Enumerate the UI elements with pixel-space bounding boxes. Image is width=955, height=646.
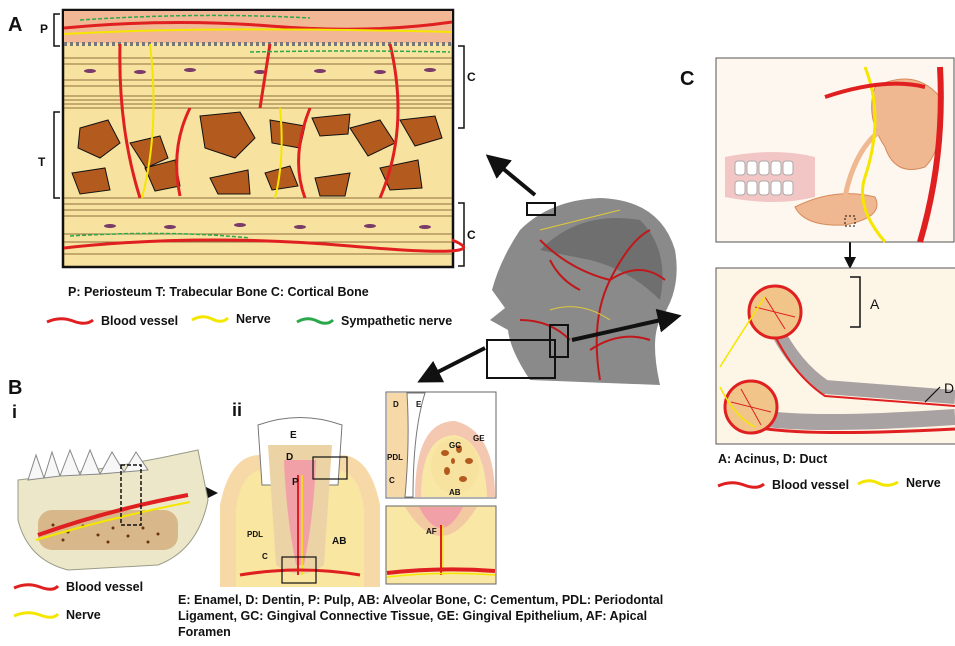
zoom-label-ge: GE <box>473 434 485 443</box>
blood-vessel-swatch <box>716 480 766 490</box>
zoom-label-af: AF <box>426 527 437 536</box>
panel-c-letter: C <box>680 68 694 91</box>
tooth-label-p: P <box>292 477 299 488</box>
panel-c-caption: A: Acinus, D: Duct <box>718 452 827 466</box>
panel-b-legend-blood: Blood vessel <box>12 580 143 594</box>
panel-b-letter: B <box>8 377 22 400</box>
apical-foramen-zoom-diagram <box>385 505 497 585</box>
panel-b-caption: E: Enamel, D: Dentin, P: Pulp, AB: Alveo… <box>178 592 698 640</box>
legend-label: Nerve <box>906 476 941 490</box>
blood-vessel-swatch <box>12 582 60 592</box>
jaw-illustration <box>8 440 218 580</box>
tooth-label-ab: AB <box>332 536 346 547</box>
acinus-duct-diagram <box>715 267 955 445</box>
tooth-cross-section <box>220 415 380 587</box>
tooth-label-e: E <box>290 430 297 441</box>
gingiva-zoom-diagram <box>385 391 497 499</box>
zoom-label-d: D <box>393 400 399 409</box>
duct-label: D <box>944 380 954 396</box>
zoom-label-ab: AB <box>449 488 461 497</box>
tooth-label-d: D <box>286 452 293 463</box>
zoom-label-e: E <box>416 400 421 409</box>
panel-b-legend-nerve: Nerve <box>12 608 101 622</box>
legend-label: Blood vessel <box>66 580 143 594</box>
tooth-label-pdl: PDL <box>247 530 263 539</box>
salivary-gland-diagram <box>715 57 955 243</box>
legend-label: Blood vessel <box>772 478 849 492</box>
legend-label: Nerve <box>66 608 101 622</box>
panel-c-legend-nerve: Nerve <box>856 476 941 490</box>
panel-b-sub-i: i <box>12 402 17 423</box>
zoom-label-gc: GC <box>449 441 461 450</box>
tooth-label-c: C <box>262 552 268 561</box>
nerve-swatch <box>856 478 900 488</box>
acinus-label: A <box>870 296 879 312</box>
nerve-swatch <box>12 610 60 620</box>
panel-c-legend-blood: Blood vessel <box>716 478 849 492</box>
zoom-label-pdl: PDL <box>387 453 403 462</box>
zoom-label-c: C <box>389 476 395 485</box>
